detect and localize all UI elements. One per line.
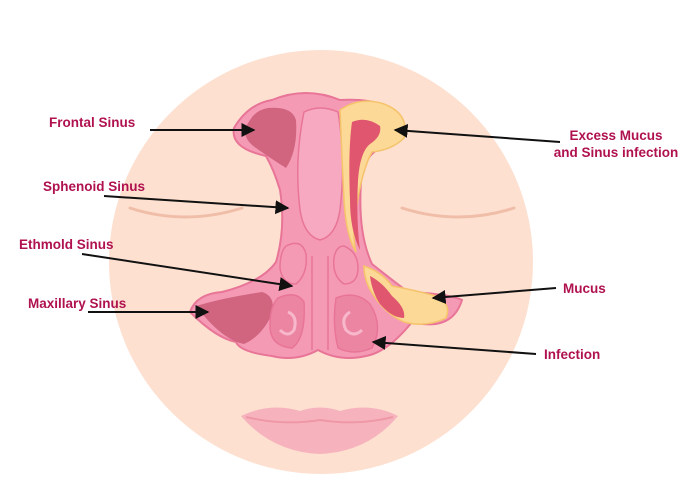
nasal-septum <box>311 256 329 350</box>
arrow-mucus <box>431 287 557 304</box>
right-eye-lid <box>400 206 516 219</box>
sinus-infection-area <box>349 119 381 250</box>
label-excess-mucus-line2: and Sinus infection <box>553 145 679 160</box>
label-excess-mucus: Excess Mucus and Sinus infection <box>532 127 700 161</box>
label-maxillary-sinus: Maxillary Sinus <box>28 296 127 311</box>
label-mucus: Mucus <box>563 281 606 296</box>
lips <box>241 407 398 454</box>
label-infection: Infection <box>544 347 601 362</box>
arrow-ethmoid-sinus <box>81 253 294 292</box>
left-eye-lid <box>128 206 244 219</box>
maxillary-sinus <box>196 292 273 344</box>
label-ethmoid-sinus: Ethmold Sinus <box>19 237 114 252</box>
ethmoid-sinus-left <box>279 242 308 285</box>
right-turbinate <box>342 310 364 336</box>
mucus-area <box>363 264 449 325</box>
mucus-infection-area <box>370 276 405 318</box>
label-excess-mucus-line1: Excess Mucus <box>569 128 663 143</box>
lip-line <box>245 416 394 424</box>
arrow-infection <box>371 335 537 355</box>
arrow-sphenoid-sinus <box>103 195 290 215</box>
sphenoid-sinus <box>297 107 344 241</box>
arrow-excess-mucus <box>393 123 561 143</box>
label-sphenoid-sinus: Sphenoid Sinus <box>43 179 146 194</box>
ethmoid-sinus-right <box>332 245 359 285</box>
left-turbinate <box>278 310 297 336</box>
left-nasal-cavity <box>269 294 305 349</box>
frontal-sinus <box>245 107 297 168</box>
label-frontal-sinus: Frontal Sinus <box>49 115 136 130</box>
